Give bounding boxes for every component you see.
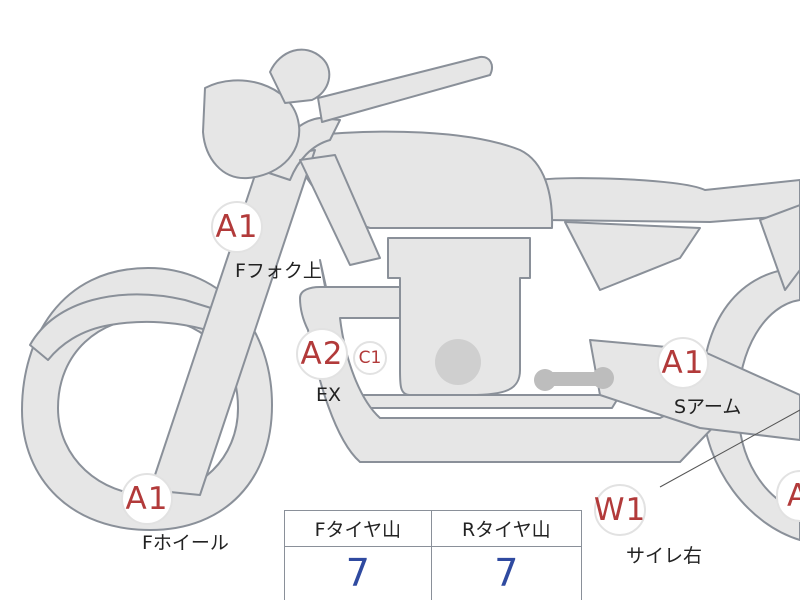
front-tire-header: Fタイヤ山	[284, 510, 432, 547]
engine-block	[387, 237, 531, 396]
label-front-wheel: Fホイール	[142, 532, 229, 554]
marker-fork-upper[interactable]: A1	[211, 201, 263, 253]
meter	[269, 48, 331, 104]
footpeg-bar	[540, 372, 605, 386]
seat	[536, 177, 800, 223]
rear-tire-header: Rタイヤ山	[431, 510, 582, 547]
tire-tread-table: Fタイヤ山 Rタイヤ山 7 7	[284, 510, 582, 600]
label-fork-upper: Fフォク上	[235, 260, 322, 282]
marker-exhaust-sub[interactable]: C1	[353, 341, 387, 375]
rear-wheel	[700, 267, 800, 541]
label-swing-arm: Sアーム	[674, 396, 742, 418]
label-exhaust: EX	[316, 384, 342, 406]
tire-table-value-row: 7 7	[284, 546, 582, 600]
marker-front-wheel[interactable]: A1	[121, 473, 173, 525]
headlight	[202, 79, 301, 180]
rear-frame	[759, 204, 800, 291]
side-cover	[564, 221, 701, 291]
frame-downtube	[299, 154, 381, 266]
leader-line	[659, 409, 800, 488]
marker-silencer-right[interactable]: W1	[594, 484, 646, 536]
label-silencer-right: サイレ右	[626, 545, 703, 567]
marker-exhaust[interactable]: A2	[296, 328, 348, 380]
rear-tire-value[interactable]: 7	[494, 551, 519, 595]
front-tire-value[interactable]: 7	[284, 546, 432, 600]
marker-swing-arm[interactable]: A1	[657, 337, 709, 389]
engine-cover	[435, 339, 481, 385]
tire-table-header-row: Fタイヤ山 Rタイヤ山	[284, 510, 582, 547]
handlebar	[317, 55, 493, 123]
